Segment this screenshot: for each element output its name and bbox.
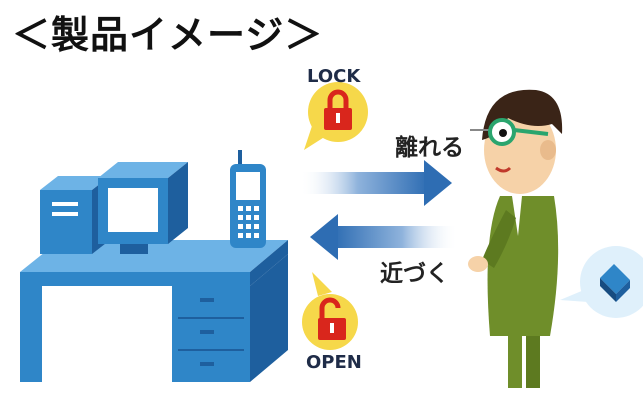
pc-tower-icon [40,176,110,254]
monitor-icon [98,162,188,254]
lock-badge [304,82,368,150]
lock-label: LOCK [307,66,361,87]
desk [20,240,288,382]
lock-open-icon [318,297,346,340]
tag-device-bubble [560,246,643,318]
near-label: 近づく [380,261,449,287]
arrow-near [310,214,458,260]
glasses-icon [470,118,549,146]
person-figure [468,89,563,388]
mobile-phone-icon [230,150,266,248]
arrow-away [300,160,452,206]
open-badge [302,272,358,350]
open-label: OPEN [306,352,362,373]
lock-closed-icon [324,89,352,130]
page-title: ＜製品イメージ＞ [12,13,324,57]
tag-device-icon [600,264,630,302]
away-label: 離れる [395,135,464,161]
